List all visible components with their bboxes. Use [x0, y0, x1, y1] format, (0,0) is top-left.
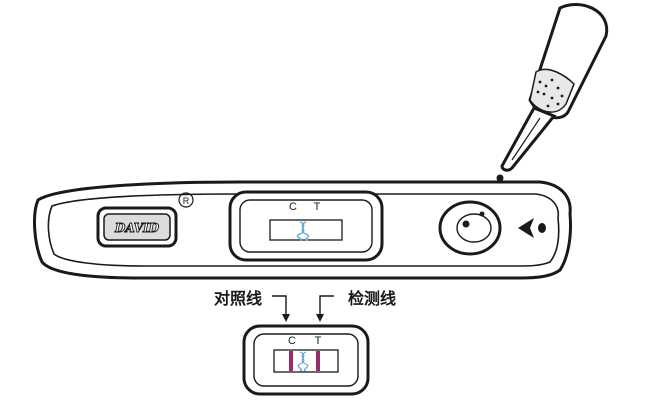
zoom-c-label: C: [288, 335, 296, 347]
brand-logo: DAVID: [96, 206, 178, 248]
registered-mark-letter: R: [183, 196, 190, 206]
dropper-nozzle: [500, 106, 557, 172]
dropper-dots: [536, 78, 564, 108]
membrane-strip: [269, 219, 343, 241]
dropper-liquid-band: [529, 68, 575, 113]
sample-well: [438, 200, 502, 256]
membrane-helix: [296, 221, 310, 241]
zoom-membrane-helix: [297, 351, 309, 372]
registered-mark: R: [178, 192, 194, 208]
result-window-zoom: C T: [242, 324, 370, 396]
window-c-label: C: [289, 201, 297, 213]
test-line-label: 检测线: [348, 289, 396, 308]
window-t-label: T: [314, 201, 321, 213]
zoom-t-label: T: [315, 335, 322, 347]
test-cassette: DAVID R C T: [33, 180, 572, 280]
brand-logo-text: DAVID: [114, 221, 160, 235]
drop-1: [496, 174, 504, 182]
control-line-pointer: [272, 295, 287, 318]
insert-arrow-icon: [518, 218, 546, 238]
control-line-label: 对照线: [214, 289, 262, 308]
cassette-inner: [47, 193, 560, 267]
line-labels: 对照线 检测线: [214, 289, 396, 322]
result-window: C T: [228, 190, 384, 262]
dropper: [493, 3, 609, 195]
test-line-band: [316, 351, 320, 371]
test-line-pointer: [319, 295, 334, 318]
control-line-band: [289, 351, 293, 371]
